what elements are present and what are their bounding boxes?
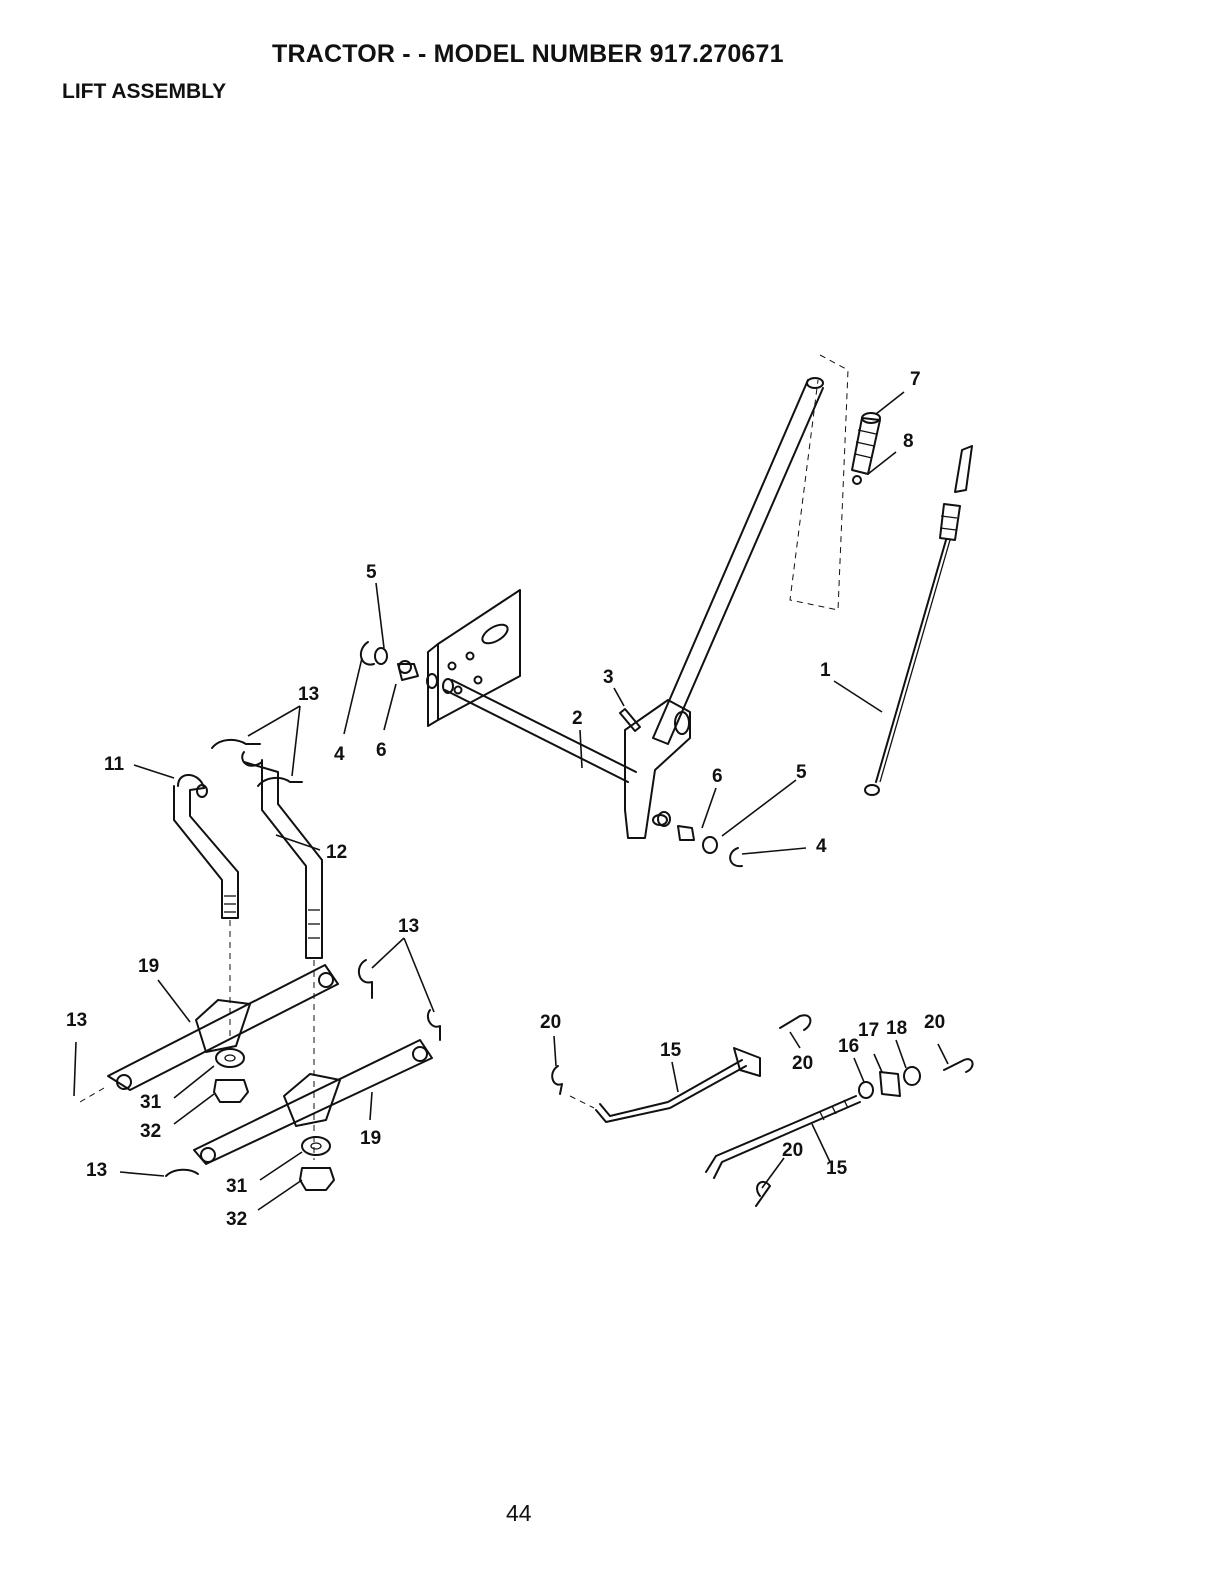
callout-label: 17 — [858, 1020, 879, 1041]
callout-label: 3 — [603, 667, 614, 688]
lift-link-left — [174, 775, 238, 1040]
callout-label: 5 — [796, 762, 807, 783]
right-bushing-hardware — [658, 812, 742, 866]
callout-label: 16 — [838, 1036, 859, 1057]
callout-label: 32 — [140, 1121, 161, 1142]
callout-label: 31 — [226, 1176, 248, 1197]
washer-nut-left — [214, 1049, 248, 1102]
washer-nut-right — [300, 1137, 334, 1190]
trunnion-hardware — [859, 1067, 920, 1098]
hairpin-clips — [80, 740, 440, 1176]
callout-label: 4 — [334, 744, 345, 765]
callout-label: 5 — [366, 562, 377, 583]
page-number: 44 — [506, 1500, 532, 1527]
lift-handle — [653, 355, 848, 744]
callout-label: 6 — [376, 740, 387, 761]
callout-label: 20 — [540, 1012, 561, 1033]
callout-label: 19 — [360, 1128, 381, 1149]
callout-label: 19 — [138, 956, 159, 977]
callout-label: 13 — [66, 1010, 87, 1031]
callout-label: 13 — [86, 1160, 107, 1181]
left-bushing-hardware — [361, 642, 418, 680]
callout-label: 12 — [326, 842, 347, 863]
callout-label: 15 — [826, 1158, 848, 1179]
cotter-pins — [552, 1015, 972, 1206]
callout-label: 15 — [660, 1040, 682, 1061]
leader-lines — [74, 392, 948, 1210]
callout-label: 4 — [816, 836, 827, 857]
callout-label: 1 — [820, 660, 831, 681]
callout-label: 8 — [903, 431, 914, 452]
callout-label: 2 — [572, 708, 583, 729]
callout-label: 18 — [886, 1018, 907, 1039]
callout-label: 20 — [924, 1012, 945, 1033]
callout-label: 13 — [398, 916, 419, 937]
callout-label: 20 — [782, 1140, 803, 1161]
lift-arm-upper — [108, 965, 338, 1090]
callout-label: 11 — [104, 754, 125, 775]
lift-shaft — [427, 674, 636, 782]
lift-link-right — [242, 752, 322, 1160]
callout-label: 6 — [712, 766, 723, 787]
handle-grip — [852, 413, 880, 484]
callout-label: 13 — [298, 684, 319, 705]
callouts: 7 8 5 1 13 3 2 4 6 11 6 5 4 12 13 19 13 … — [66, 369, 945, 1230]
callout-label: 20 — [792, 1053, 813, 1074]
callout-label: 31 — [140, 1092, 162, 1113]
callout-label: 32 — [226, 1209, 247, 1230]
callout-label: 7 — [910, 369, 921, 390]
lift-rod — [865, 446, 972, 795]
